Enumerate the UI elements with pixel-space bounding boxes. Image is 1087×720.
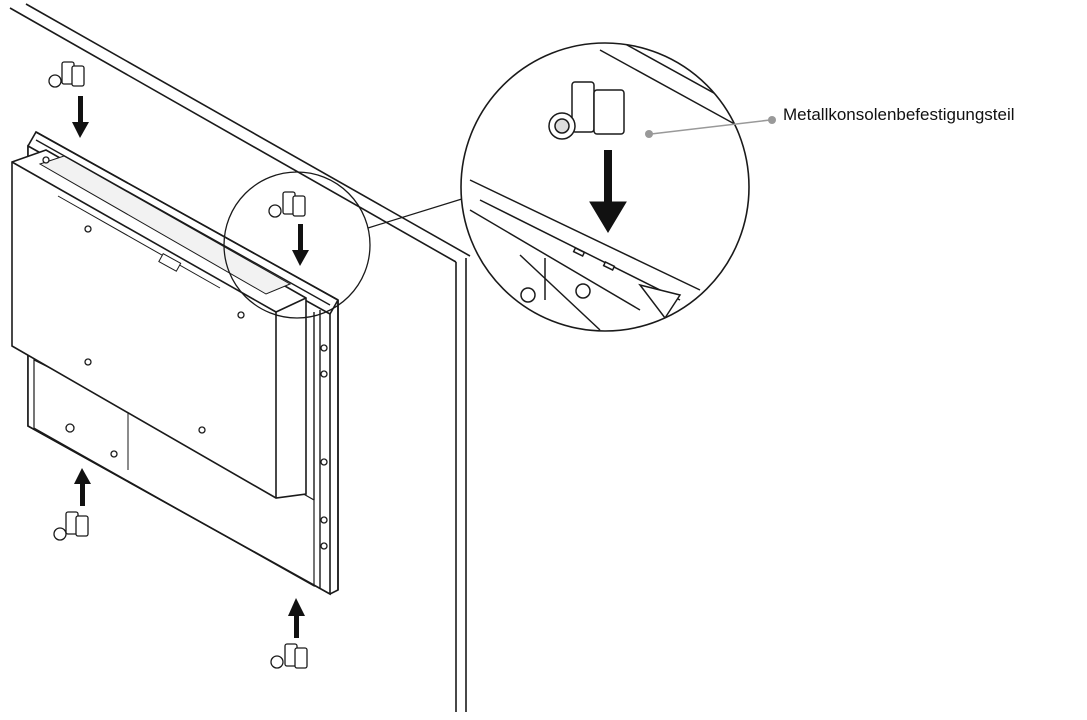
zoomed-bracket-clip [548, 81, 625, 140]
callout-label: Metallkonsolenbefestigungsteil [783, 105, 1015, 124]
clip-top-right [268, 191, 306, 218]
mounting-wall [9, 3, 471, 712]
clip-bottom-left [53, 511, 89, 541]
arrow-down-top-right [292, 224, 309, 266]
zoomed-down-arrow [589, 150, 627, 233]
housing-screws [42, 156, 328, 550]
arrow-down-top-left [72, 96, 89, 138]
monitor-rear-housing [11, 149, 307, 499]
zoom-leader-lines [367, 197, 466, 229]
callout-leader [645, 116, 776, 138]
frame-rails [35, 139, 331, 588]
detail-marker-circle [223, 171, 371, 319]
zoom-detail-circle [460, 42, 750, 332]
clip-top-left [48, 61, 85, 88]
arrow-up-bottom-right [288, 598, 305, 638]
arrow-up-bottom-left [74, 468, 91, 506]
clip-bottom-right [270, 643, 308, 669]
